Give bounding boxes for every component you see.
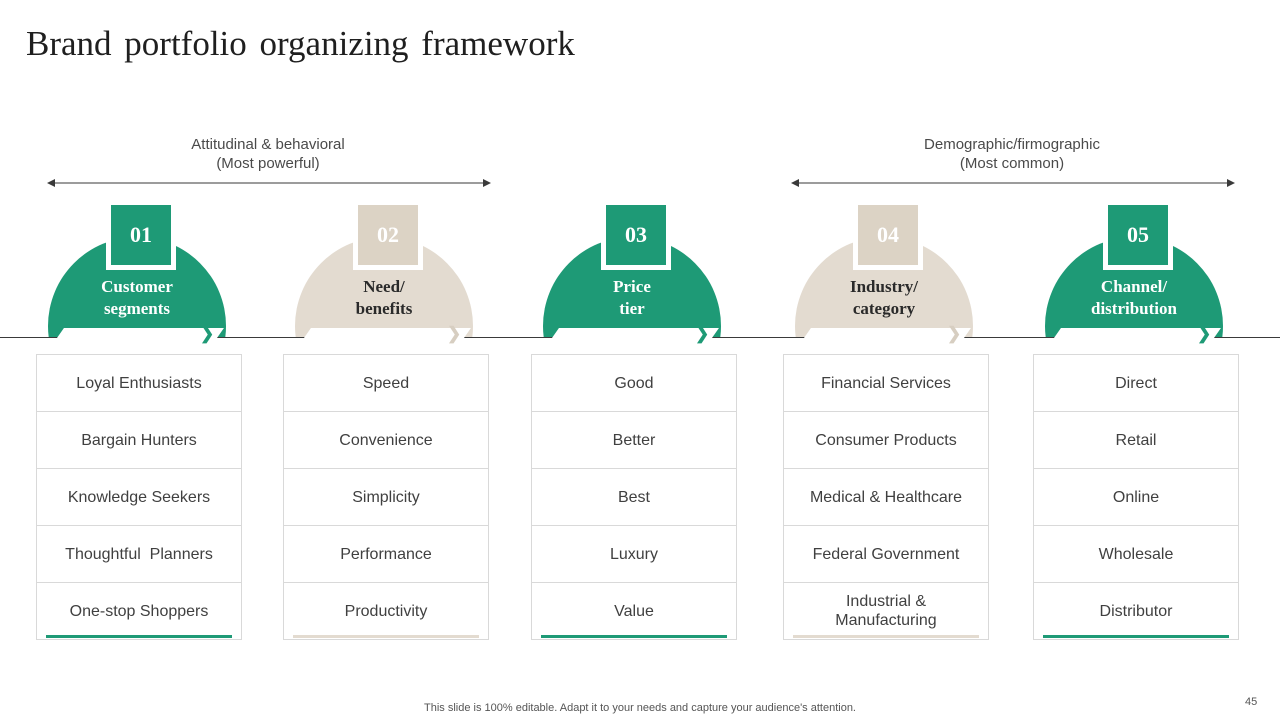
column-title-line2: distribution xyxy=(1091,299,1177,318)
group-label-line2: (Most common) xyxy=(959,155,1065,172)
ribbon-bar xyxy=(547,328,719,345)
list-item: Direct xyxy=(1034,355,1238,412)
list-item: Online xyxy=(1034,469,1238,526)
number-badge: 02 xyxy=(353,200,423,270)
footer-note: This slide is 100% editable. Adapt it to… xyxy=(424,702,856,714)
list-item: Bargain Hunters xyxy=(37,412,241,469)
group-label-demographic: Demographic/firmographic (Most common) xyxy=(862,135,1162,173)
list-item-line1: Industrial & xyxy=(845,593,927,610)
list-item: Good xyxy=(532,355,736,412)
chevron-right-icon: ❯ xyxy=(447,324,462,343)
list-item: Productivity xyxy=(344,602,428,620)
chevron-right-icon: ❯ xyxy=(1197,324,1212,343)
accent-underline xyxy=(793,635,979,638)
page-number: 45 xyxy=(1245,696,1258,708)
number-badge: 03 xyxy=(601,200,671,270)
list-item: Value xyxy=(614,602,654,620)
list-item-line2: Manufacturing xyxy=(835,612,937,629)
list-item: Loyal Enthusiasts xyxy=(37,355,241,412)
group-label-line1: Attitudinal & behavioral xyxy=(191,136,345,153)
ribbon-bar xyxy=(299,328,471,345)
ribbon-bar xyxy=(799,328,971,345)
accent-underline xyxy=(541,635,727,638)
list-item: One-stop Shoppers xyxy=(69,602,209,620)
list-item: Medical & Healthcare xyxy=(784,469,988,526)
list-item: Federal Government xyxy=(784,526,988,583)
column-title-line1: Need/ xyxy=(363,277,405,296)
page-title: Brand portfolio organizing framework xyxy=(26,24,575,63)
column-title-line2: tier xyxy=(619,299,645,318)
column-title: Channel/ distribution xyxy=(1033,276,1235,320)
number-badge: 05 xyxy=(1103,200,1173,270)
column-title-line1: Channel/ xyxy=(1100,277,1168,296)
list-item: Retail xyxy=(1034,412,1238,469)
item-list: Direct Retail Online Wholesale Distribut… xyxy=(1033,354,1239,640)
list-item: Best xyxy=(532,469,736,526)
accent-underline xyxy=(1043,635,1229,638)
chevron-right-icon: ❯ xyxy=(200,324,215,343)
ribbon-bar xyxy=(52,328,224,345)
column-title-line1: Customer xyxy=(101,277,173,296)
item-list: Loyal Enthusiasts Bargain Hunters Knowle… xyxy=(36,354,242,640)
list-item: Consumer Products xyxy=(784,412,988,469)
chevron-right-icon: ❯ xyxy=(695,324,710,343)
number-badge: 04 xyxy=(853,200,923,270)
column-title: Need/ benefits xyxy=(283,276,485,320)
ribbon-bar xyxy=(1049,328,1221,345)
list-item: Convenience xyxy=(284,412,488,469)
column-title-line2: benefits xyxy=(355,299,413,318)
accent-underline xyxy=(46,635,232,638)
list-item: Distributor xyxy=(1099,602,1173,620)
column-title-line2: category xyxy=(852,299,916,318)
list-item: Financial Services xyxy=(784,355,988,412)
list-item: Performance xyxy=(284,526,488,583)
chevron-right-icon: ❯ xyxy=(947,324,962,343)
list-item: Wholesale xyxy=(1034,526,1238,583)
item-list: Financial Services Consumer Products Med… xyxy=(783,354,989,640)
list-item: Knowledge Seekers xyxy=(37,469,241,526)
column-title: Price tier xyxy=(531,276,733,320)
list-item: Simplicity xyxy=(284,469,488,526)
number-badge: 01 xyxy=(106,200,176,270)
list-item: Better xyxy=(532,412,736,469)
double-arrow-right-group xyxy=(791,179,1235,187)
item-list: Speed Convenience Simplicity Performance… xyxy=(283,354,489,640)
list-item: Luxury xyxy=(532,526,736,583)
column-title: Industry/ category xyxy=(783,276,985,320)
group-label-line2: (Most powerful) xyxy=(216,155,320,172)
column-title-line1: Price xyxy=(613,277,651,296)
item-list: Good Better Best Luxury Value xyxy=(531,354,737,640)
group-label-attitudinal: Attitudinal & behavioral (Most powerful) xyxy=(118,135,418,173)
column-title: Customer segments xyxy=(36,276,238,320)
group-label-line1: Demographic/firmographic xyxy=(924,136,1100,153)
list-item: Thoughtful Planners xyxy=(37,526,241,583)
accent-underline xyxy=(293,635,479,638)
double-arrow-left-group xyxy=(47,179,491,187)
column-title-line1: Industry/ xyxy=(849,277,919,296)
list-item: Speed xyxy=(284,355,488,412)
list-item: Industrial & Manufacturing xyxy=(784,583,988,639)
column-title-line2: segments xyxy=(103,299,171,318)
